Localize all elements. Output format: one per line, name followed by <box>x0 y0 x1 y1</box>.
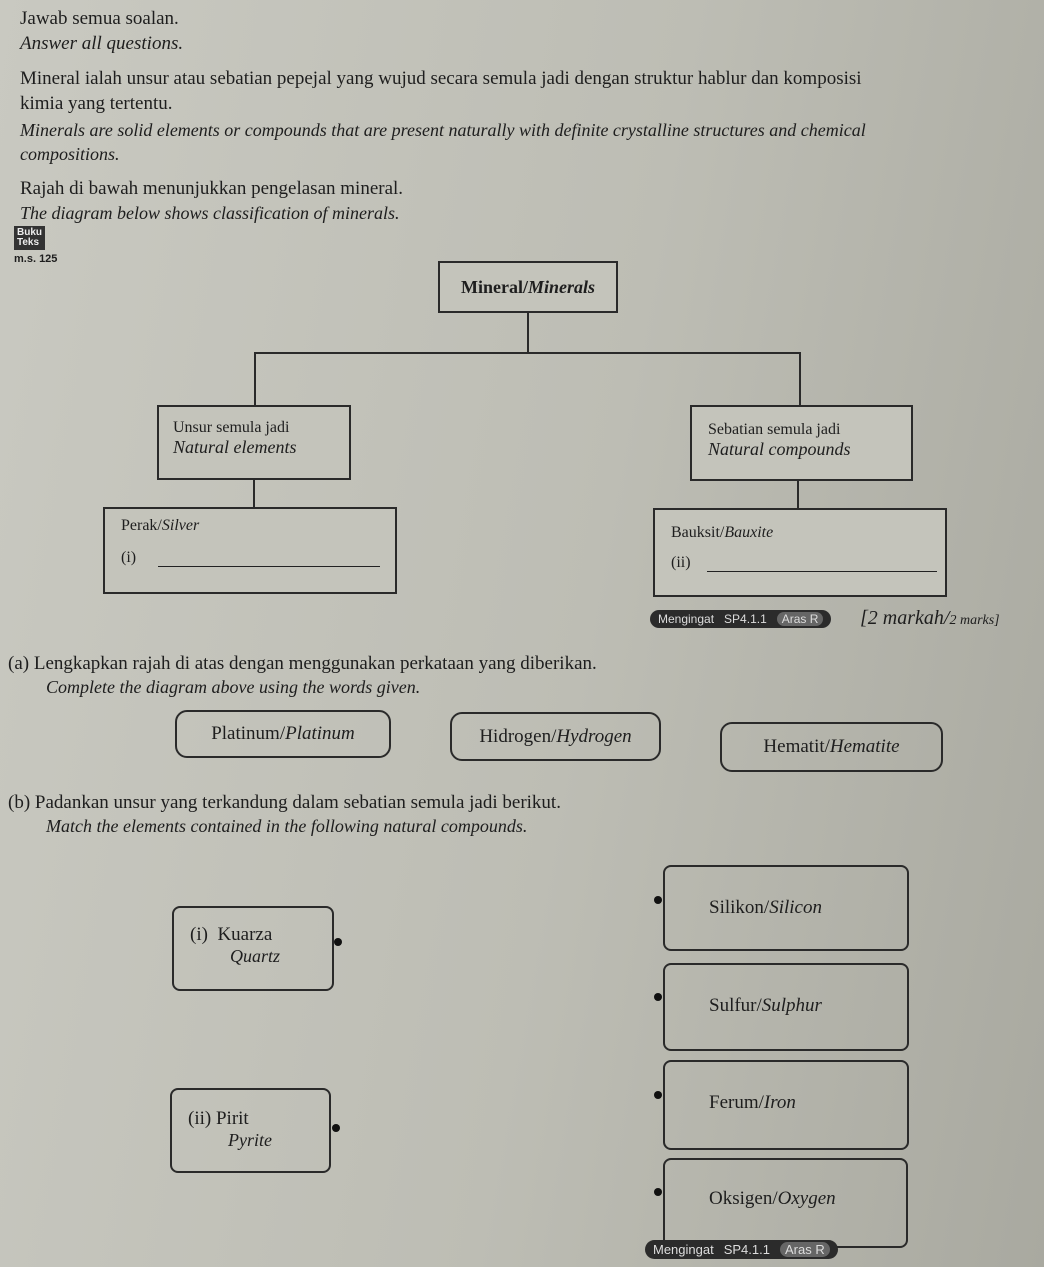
natural-elements-en: Natural elements <box>173 437 297 457</box>
bauxite-ms: Bauksit/ <box>671 524 725 541</box>
word-hematite[interactable]: Hematit/Hematite <box>720 722 943 772</box>
root-en: Minerals <box>527 276 595 297</box>
match-dot[interactable] <box>654 896 662 904</box>
badge-skill: Mengingat <box>658 612 715 626</box>
part-a-en: Complete the diagram above using the wor… <box>46 677 421 697</box>
silver-box: Perak/Silver (i) <box>103 507 397 594</box>
compound-en: Pyrite <box>228 1130 272 1150</box>
diagram-intro-ms: Rajah di bawah menunjukkan pengelasan mi… <box>20 178 404 199</box>
instruction: Jawab semua soalan. <box>20 8 179 30</box>
badge-level: Aras R <box>779 1242 830 1257</box>
element-sulphur: Sulfur/Sulphur <box>663 963 909 1051</box>
blank-ii-line[interactable] <box>706 571 937 572</box>
badge-level: Aras R <box>776 612 824 626</box>
word-platinum[interactable]: Platinum/Platinum <box>175 710 391 758</box>
element-silicon: Silikon/Silicon <box>663 865 909 951</box>
badge-code: SP4.1.1 <box>723 1242 770 1257</box>
match-dot[interactable] <box>654 1188 662 1196</box>
element-en: Oxygen <box>777 1188 836 1209</box>
element-iron: Ferum/Iron <box>663 1060 909 1150</box>
blank-i-line[interactable] <box>158 566 381 567</box>
connector <box>254 352 801 354</box>
part-b-en: Match the elements contained in the foll… <box>46 816 528 836</box>
compound-num: (ii) <box>188 1108 212 1129</box>
silver-en: Silver <box>161 517 200 534</box>
bauxite-en: Bauxite <box>724 524 774 541</box>
connector <box>253 479 255 508</box>
textbook-label-2: Teks <box>17 237 40 248</box>
word-en: Hematite <box>829 736 900 757</box>
diagram-root-box: Mineral/Minerals <box>438 261 618 313</box>
textbook-page: m.s. 125 <box>14 253 58 265</box>
connector <box>527 312 529 354</box>
element-ms: Ferum/ <box>709 1092 764 1113</box>
badge-skill: Mengingat <box>653 1242 714 1257</box>
element-ms: Silikon/ <box>709 897 770 918</box>
element-en: Sulphur <box>761 995 822 1016</box>
natural-compounds-en: Natural compounds <box>708 439 851 459</box>
diagram-intro-en: The diagram below shows classification o… <box>20 203 400 223</box>
natural-elements-ms: Unsur semula jadi <box>173 419 290 436</box>
compound-en: Quartz <box>230 946 281 966</box>
word-ms: Hidrogen/ <box>479 725 557 747</box>
root-ms: Mineral/ <box>460 276 528 297</box>
skill-badge-2: Mengingat SP4.1.1 Aras R <box>645 1240 838 1259</box>
element-oxygen: Oksigen/Oxygen <box>663 1158 908 1248</box>
blank-i-label: (i) <box>121 549 137 566</box>
match-dot[interactable] <box>332 1124 340 1132</box>
bauxite-box: Bauksit/Bauxite (ii) <box>653 508 947 597</box>
match-dot[interactable] <box>334 938 342 946</box>
textbook-label: Buku <box>17 227 42 238</box>
instruction-ms: Jawab semua soalan. <box>20 8 179 29</box>
badge-code: SP4.1.1 <box>724 612 767 626</box>
word-hydrogen[interactable]: Hidrogen/Hydrogen <box>450 712 661 761</box>
element-ms: Oksigen/ <box>709 1188 778 1209</box>
natural-compounds-ms: Sebatian semula jadi <box>708 421 841 438</box>
definition-ms-2: kimia yang tertentu. <box>20 93 173 114</box>
part-a-ms: (a) Lengkapkan rajah di atas dengan meng… <box>8 653 597 674</box>
part-b-ms: (b) Padankan unsur yang terkandung dalam… <box>8 792 561 813</box>
match-dot[interactable] <box>654 993 662 1001</box>
element-ms: Sulfur/ <box>709 995 762 1016</box>
definition-ms: Mineral ialah unsur atau sebatian pepeja… <box>20 68 862 89</box>
word-en: Platinum <box>285 723 355 744</box>
marks-en: 2 marks] <box>949 613 1000 628</box>
connector <box>254 352 256 406</box>
match-dot[interactable] <box>654 1091 662 1099</box>
word-ms: Hematit/ <box>763 736 830 757</box>
marks: [2 markah/2 marks] <box>860 607 1000 630</box>
definition-en-2: compositions. <box>20 144 120 164</box>
definition-en: Minerals are solid elements or compounds… <box>20 120 866 140</box>
marks-ms: [2 markah/ <box>860 607 950 629</box>
compound-num: (i) <box>190 924 208 945</box>
word-en: Hydrogen <box>556 725 632 747</box>
compound-ms: Kuarza <box>217 924 273 945</box>
skill-badge: Mengingat SP4.1.1 Aras R <box>650 610 832 628</box>
compound-ms: Pirit <box>215 1108 249 1129</box>
blank-ii-label: (ii) <box>671 554 691 571</box>
word-ms: Platinum/ <box>211 723 286 744</box>
connector <box>799 352 801 406</box>
silver-ms: Perak/ <box>121 517 162 534</box>
element-en: Silicon <box>769 897 822 918</box>
instruction-en: Answer all questions. <box>20 33 184 54</box>
element-en: Iron <box>763 1092 796 1113</box>
connector <box>797 480 799 509</box>
